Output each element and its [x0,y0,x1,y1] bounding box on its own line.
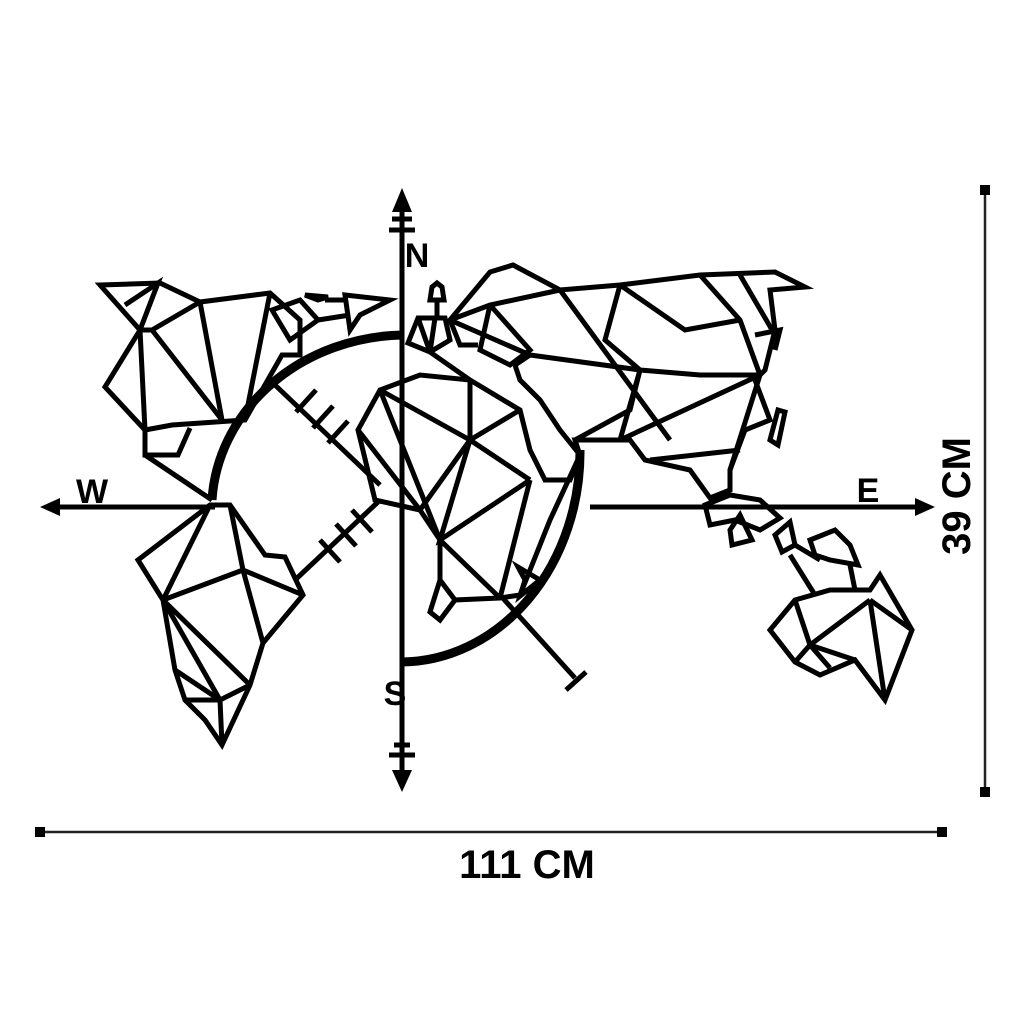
east-arrow-icon [915,498,935,516]
east-label: E [857,472,880,510]
needle-tick [318,538,342,564]
needle-tick [326,419,350,445]
width-dimension: 111 CM [35,827,947,887]
needle-end-tick [564,670,588,692]
compass-arc-northwest [207,330,403,501]
height-dimension: 39 CM [935,185,990,797]
south-arrow-icon [392,770,412,792]
south-america-shape [134,502,306,751]
asia-shape [445,262,815,502]
west-arrow-icon [40,498,60,516]
europe-shape [404,279,478,383]
north-arrow-icon [392,188,412,212]
needle-tick [294,388,318,414]
compass-sw-needle [293,500,380,582]
height-label: 39 CM [935,437,979,555]
width-label: 111 CM [459,843,595,887]
north-america-shape [94,276,399,503]
africa-shape [355,372,583,624]
southeast-asia-islands-shape [702,492,862,569]
width-endpoint-right [937,827,947,837]
compass-se-needle [498,593,577,680]
compass-nw-needle [273,383,382,487]
north-label: N [405,237,430,275]
australia-shape [766,553,915,706]
compass: N S E W [40,188,935,792]
width-endpoint-left [35,827,45,837]
compass-arc-southeast [401,449,585,667]
height-endpoint-top [980,185,990,195]
height-endpoint-bottom [980,787,990,797]
west-label: W [76,473,109,511]
south-label: S [384,675,407,713]
needle-tick [311,404,335,430]
needle-tick [350,508,374,534]
needle-tick [334,522,358,548]
